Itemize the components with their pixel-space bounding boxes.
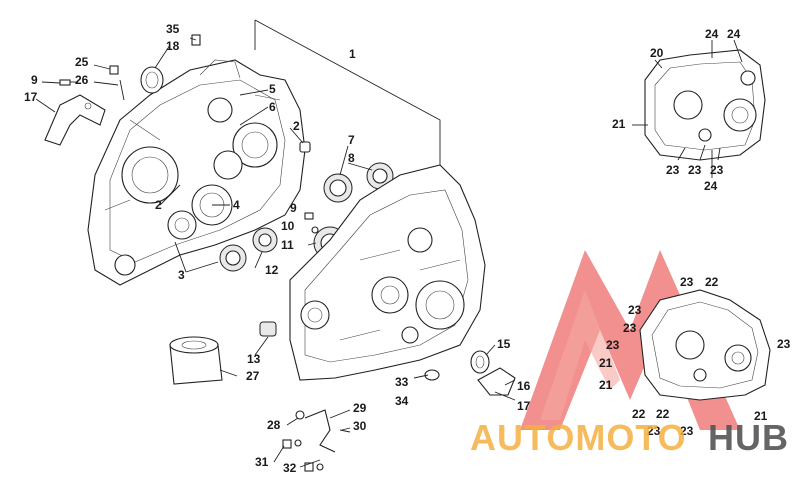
callout-24: 24 [705, 27, 719, 41]
callout-29: 29 [353, 401, 367, 415]
callout-8: 8 [348, 151, 355, 165]
callout-10: 10 [281, 219, 295, 233]
callout-23: 23 [623, 321, 637, 335]
banjo-bolts [282, 429, 351, 472]
callout-21: 21 [599, 378, 613, 392]
callout-23: 23 [647, 424, 661, 438]
callout-23: 23 [710, 163, 724, 177]
callout-7: 7 [348, 133, 355, 147]
callout-24: 24 [727, 27, 741, 41]
callout-23: 23 [606, 338, 620, 352]
callout-21: 21 [754, 409, 768, 423]
callout-labels: 1 2 2 3 4 5 6 7 8 9 9 10 11 12 13 15 16 … [24, 22, 791, 475]
callout-21: 21 [612, 117, 626, 131]
callout-17: 17 [24, 90, 38, 104]
callout-23: 23 [680, 424, 694, 438]
callout-12: 12 [265, 263, 279, 277]
callout-35: 35 [166, 22, 180, 36]
bracket-17 [44, 94, 106, 146]
callout-1: 1 [349, 47, 356, 61]
seal-18 [140, 66, 164, 94]
callout-34: 34 [395, 394, 409, 408]
callout-17: 17 [517, 399, 531, 413]
callout-2: 2 [293, 119, 300, 133]
oil-filter-27 [169, 336, 223, 385]
fitting-13 [259, 321, 277, 337]
oil-line-29 [295, 409, 336, 453]
watermark-brand-hub: HUB [708, 417, 789, 458]
watermark-text: AUTOMOTO HUB [470, 417, 789, 458]
callout-20: 20 [650, 46, 664, 60]
callout-31: 31 [255, 455, 269, 469]
callout-23: 23 [688, 163, 702, 177]
callout-23: 23 [628, 303, 642, 317]
callout-23: 23 [777, 337, 791, 351]
bearing-3 [219, 244, 247, 272]
bracket-16 [477, 367, 516, 396]
callout-11: 11 [281, 238, 294, 252]
bearing-7 [323, 173, 353, 203]
callout-22: 22 [632, 407, 646, 421]
bolt-9-10 [304, 212, 319, 234]
bearing-12 [252, 227, 278, 253]
callout-25: 25 [75, 55, 89, 69]
watermark-brand-automoto: AUTOMOTO [470, 417, 687, 458]
callout-15: 15 [497, 337, 511, 351]
leader-lines [35, 19, 743, 468]
callout-30: 30 [353, 419, 367, 433]
callout-2: 2 [155, 198, 162, 212]
callout-22: 22 [705, 275, 719, 289]
callout-3: 3 [178, 268, 185, 282]
seal-15 [470, 350, 490, 374]
callout-21: 21 [599, 356, 613, 370]
callout-22: 22 [656, 407, 670, 421]
dowel-2 [299, 141, 311, 153]
callout-6: 6 [269, 100, 276, 114]
callout-9: 9 [31, 73, 38, 87]
callout-9: 9 [290, 201, 297, 215]
callout-26: 26 [75, 73, 89, 87]
callout-13: 13 [247, 352, 261, 366]
bearing-8 [366, 162, 394, 190]
callout-5: 5 [269, 82, 276, 96]
callout-18: 18 [166, 39, 180, 53]
callout-27: 27 [246, 369, 260, 383]
callout-24: 24 [704, 179, 718, 193]
bolt-9-left [59, 79, 78, 86]
callout-16: 16 [517, 379, 531, 393]
callout-28: 28 [267, 418, 281, 432]
inset-crankcase-top [644, 49, 766, 161]
callout-23: 23 [680, 275, 694, 289]
callout-23: 23 [666, 163, 680, 177]
callout-33: 33 [395, 375, 409, 389]
callout-4: 4 [233, 198, 240, 212]
plug-33-34 [424, 369, 440, 381]
bolt-25-26 [109, 65, 125, 101]
right-crankcase-half [289, 164, 486, 381]
inset-crankcase-bottom [639, 289, 771, 401]
callout-32: 32 [283, 461, 297, 475]
